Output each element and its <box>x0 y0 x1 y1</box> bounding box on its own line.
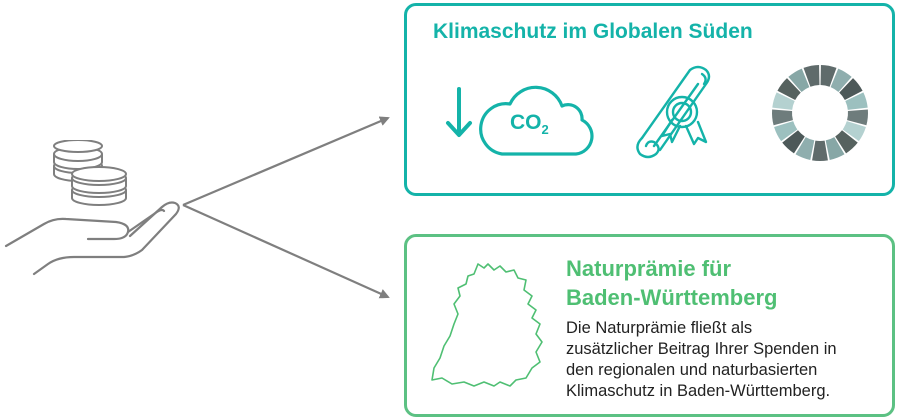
sdg-wheel-segment <box>830 68 852 92</box>
sdg-wheel-icon <box>772 65 868 161</box>
sdg-wheel-segment <box>772 109 793 126</box>
arrow-to-nature-box <box>182 203 390 299</box>
sdg-wheel-segment <box>847 109 868 126</box>
arrow-down-icon <box>446 87 472 137</box>
description-line-2: zusätzlicher Beitrag Ihrer Spenden in <box>566 340 837 358</box>
co2-label: CO <box>510 111 542 134</box>
sdg-wheel-segment <box>782 130 805 154</box>
sdg-wheel-segment <box>812 140 828 161</box>
sdg-wheel-segment <box>835 130 858 154</box>
baden-wuerttemberg-map-icon <box>431 263 543 387</box>
nature-title-line-1: Naturprämie für <box>566 256 732 281</box>
description-line-1: Die Naturprämie fließt als <box>566 319 753 337</box>
climate-protection-box <box>404 3 895 196</box>
arrow-to-climate-box <box>182 116 390 207</box>
nature-title-line-2: Baden-Württemberg <box>566 285 778 310</box>
coins-icon <box>53 140 127 206</box>
sdg-wheel-segment <box>845 92 868 110</box>
sdg-wheel-segment <box>772 92 795 110</box>
sdg-wheel-segment <box>842 121 866 142</box>
co2-subscript: 2 <box>541 122 549 137</box>
open-hand-icon <box>4 201 180 276</box>
sdg-wheel-segment <box>795 137 815 161</box>
sdg-wheel-segment <box>774 121 798 142</box>
co2-cloud-icon: CO2 <box>478 76 600 160</box>
sdg-wheel-segment <box>820 65 837 87</box>
description-line-4: Klimaschutz in Baden-Württemberg. <box>566 382 831 400</box>
climate-box-title: Klimaschutz im Globalen Süden <box>433 20 753 43</box>
description-line-3: den regionalen und naturbasierten <box>566 361 818 379</box>
sdg-wheel-segment <box>839 78 863 101</box>
certificate-icon <box>636 65 711 159</box>
sdg-wheel-segment <box>825 137 845 161</box>
sdg-wheel-segment <box>803 65 820 87</box>
nature-box-description: Die Naturprämie fließt als zusätzlicher … <box>566 318 886 402</box>
sdg-wheel-segment <box>788 68 810 92</box>
nature-bonus-box <box>404 234 895 417</box>
nature-box-title: Naturprämie für Baden-Württemberg <box>566 254 886 312</box>
sdg-wheel-segment <box>777 78 801 101</box>
